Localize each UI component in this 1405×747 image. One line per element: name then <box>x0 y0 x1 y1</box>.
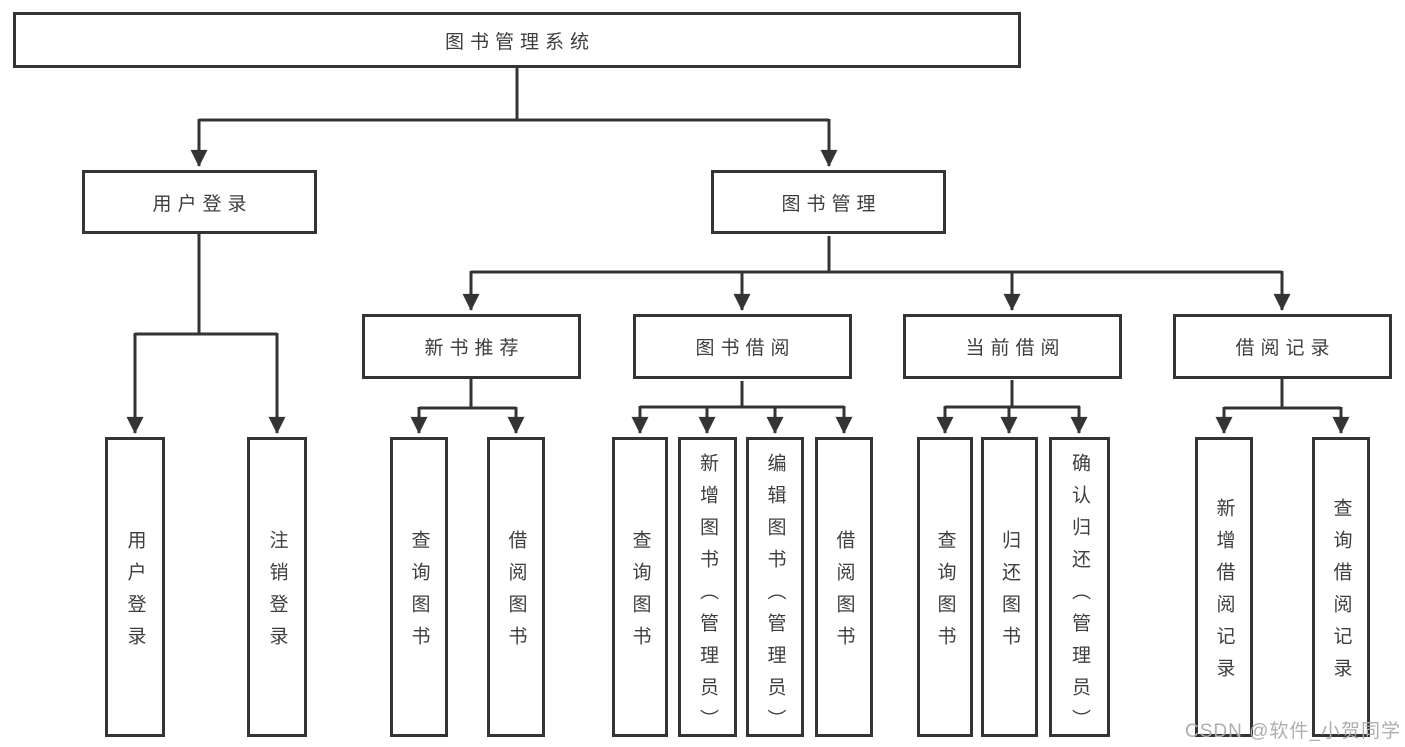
node-book-borrow: 图书借阅 <box>633 314 852 379</box>
node-leaf-confirm-return-admin: 确认归还（管理员） <box>1049 437 1110 741</box>
node-leaf-borrow-book: 借阅图书 <box>815 437 873 737</box>
node-leaf-return-book: 归还图书 <box>981 437 1038 737</box>
connector-borrow-record-children <box>1215 379 1350 434</box>
connector-book-mgmt-sections <box>462 236 1291 311</box>
node-library-management-system: 图书管理系统 <box>13 12 1021 68</box>
connector-new-book-children <box>410 379 525 434</box>
node-current-borrow: 当前借阅 <box>903 314 1122 379</box>
connector-current-borrow-children <box>936 380 1088 434</box>
node-leaf-edit-book-admin: 编辑图书（管理员） <box>746 437 804 741</box>
connector-book-borrow-children <box>631 381 853 434</box>
watermark-csdn: CSDN @软件_小贺同学 <box>1185 721 1401 742</box>
node-new-book-recommend: 新书推荐 <box>362 314 581 379</box>
node-leaf-recommend-borrow-book: 借阅图书 <box>487 437 545 737</box>
node-leaf-current-query-book: 查询图书 <box>917 437 973 737</box>
node-leaf-logout: 注销登录 <box>247 437 307 737</box>
node-user-login: 用户登录 <box>82 170 317 234</box>
node-leaf-add-book-admin: 新增图书（管理员） <box>678 437 737 741</box>
node-leaf-recommend-query-book: 查询图书 <box>390 437 448 737</box>
node-leaf-add-borrow-record: 新增借阅记录 <box>1195 437 1253 737</box>
connector-user-login-children <box>126 234 286 434</box>
node-borrow-record: 借阅记录 <box>1173 314 1392 379</box>
node-leaf-query-borrow-record: 查询借阅记录 <box>1312 437 1370 737</box>
connector-root-to-level2 <box>190 68 838 167</box>
node-leaf-user-login: 用户登录 <box>105 437 165 737</box>
node-leaf-borrow-query-book: 查询图书 <box>612 437 668 737</box>
node-book-management: 图书管理 <box>711 170 946 234</box>
